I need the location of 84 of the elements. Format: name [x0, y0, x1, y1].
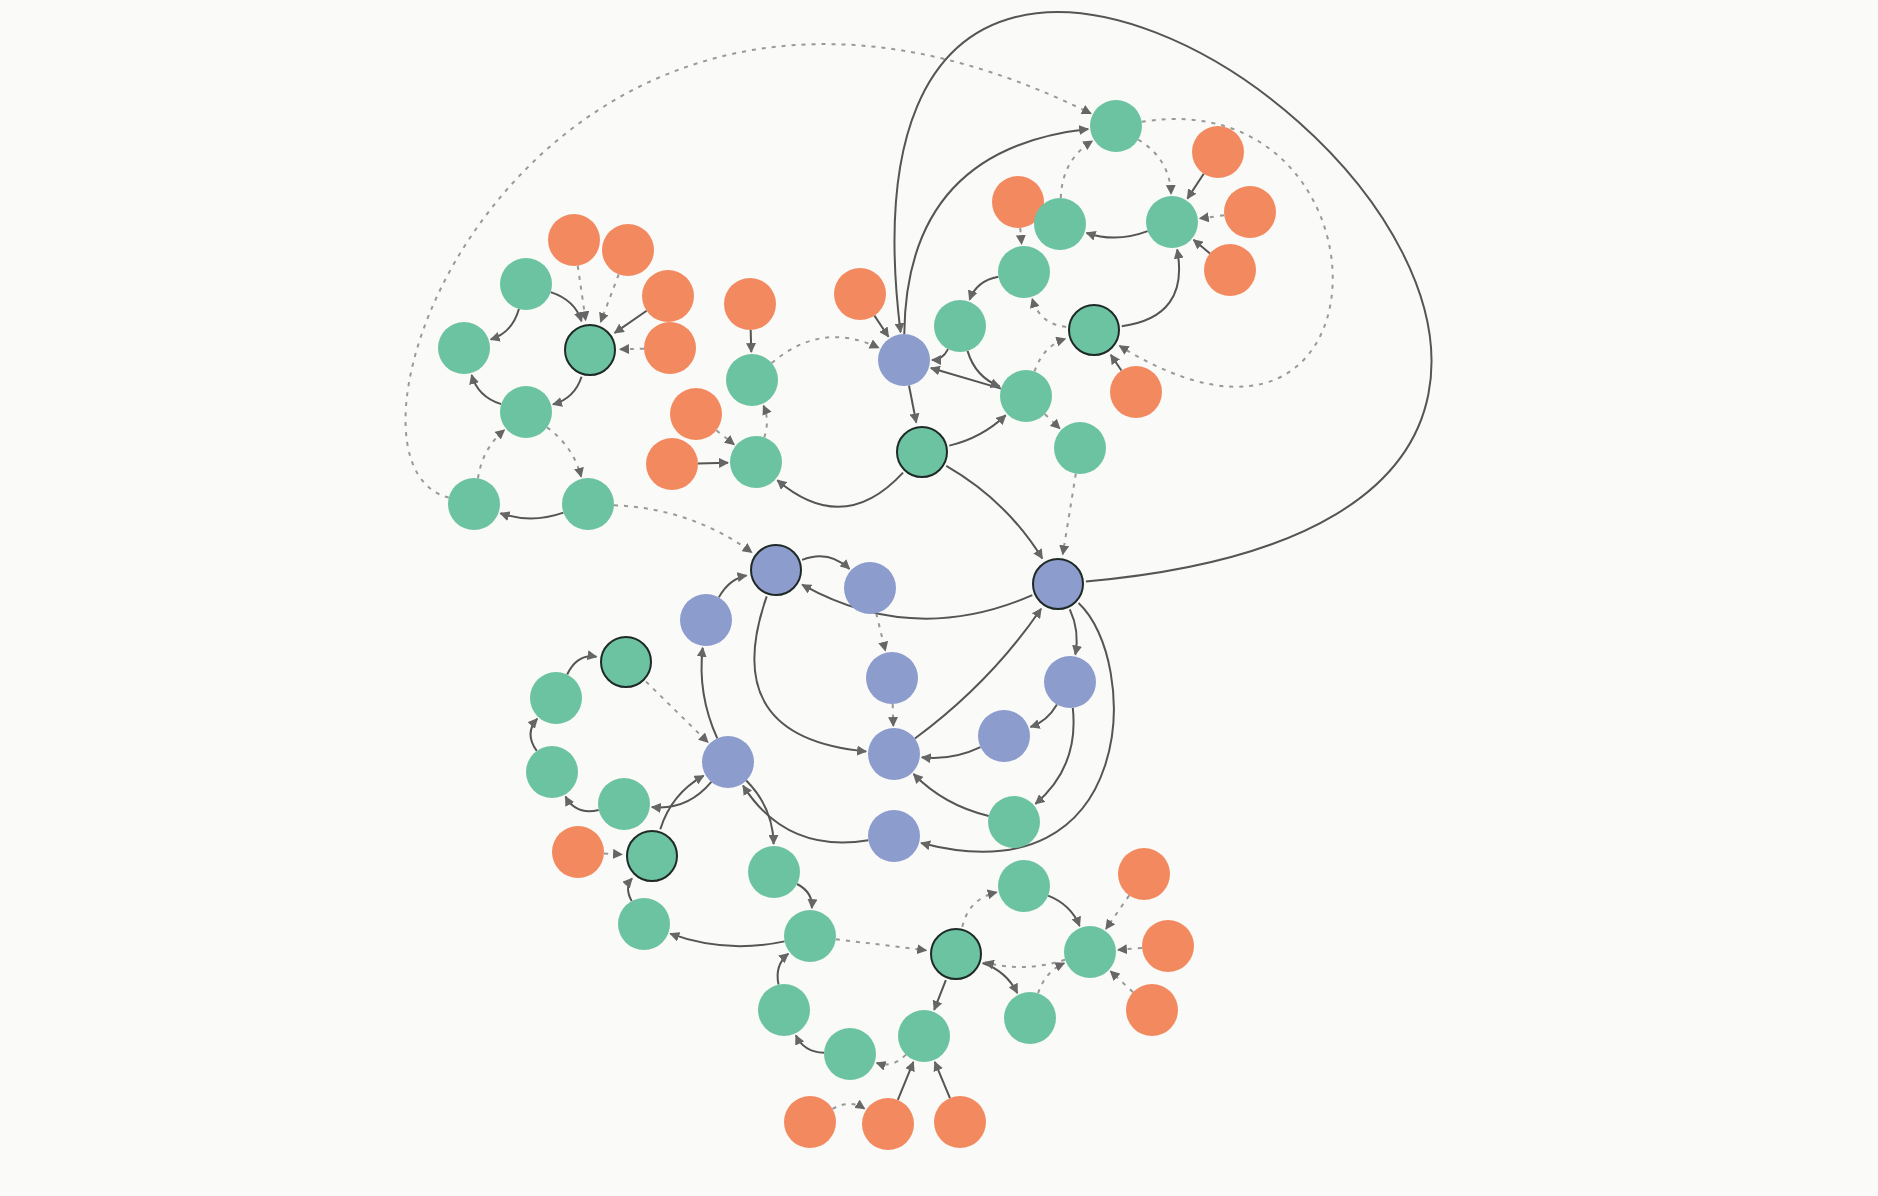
arrow [619, 344, 645, 354]
arrow [932, 979, 947, 1011]
arrow [669, 931, 786, 948]
arrow [1186, 172, 1205, 200]
arrow [801, 555, 851, 570]
arrow [1192, 238, 1211, 255]
arrow [1137, 138, 1176, 195]
arrow [981, 961, 1019, 995]
arrow [966, 349, 1001, 388]
arrow [602, 848, 624, 859]
arrow [715, 429, 736, 446]
arrow [1104, 894, 1131, 930]
arrow [549, 291, 584, 323]
arrow [1068, 608, 1082, 656]
arrow [875, 1053, 907, 1071]
arrow [551, 375, 583, 407]
arrow [875, 612, 889, 652]
arrow [983, 958, 1067, 970]
arrow [896, 1060, 915, 1101]
arrow [1109, 970, 1134, 994]
arrow [405, 43, 1092, 499]
arrow [1059, 472, 1077, 556]
arrow [801, 583, 1034, 620]
arrow [920, 746, 982, 764]
arrow [933, 1060, 951, 1099]
arrow [1198, 212, 1226, 223]
arrow [546, 426, 584, 478]
arrow [564, 795, 600, 813]
arrow [650, 780, 713, 813]
arrow [1118, 119, 1334, 388]
arrow [912, 773, 990, 817]
arrow [929, 365, 1003, 390]
arrow [945, 464, 1044, 560]
arrow [1043, 413, 1061, 430]
arrow [1059, 139, 1094, 199]
arrow [753, 595, 868, 756]
arrow [499, 511, 565, 521]
arrow [566, 650, 598, 676]
arrow [776, 952, 790, 986]
arrow [794, 1034, 825, 1054]
arrow [1047, 894, 1081, 927]
arrow [1015, 226, 1026, 246]
arrow [613, 309, 648, 334]
arrow [745, 779, 779, 845]
arrow [961, 889, 998, 928]
arrow [888, 703, 898, 727]
arrow [920, 602, 1115, 853]
arrow [645, 680, 709, 744]
arrow [770, 336, 880, 365]
arrow [1033, 337, 1067, 373]
arrow [908, 384, 920, 424]
arrow [659, 774, 705, 831]
arrow [913, 607, 1043, 740]
arrow [1109, 353, 1123, 372]
arrow [948, 414, 1007, 447]
arrow [831, 1099, 866, 1110]
arrow [489, 308, 520, 342]
arrow [903, 125, 1090, 335]
arrow [834, 938, 928, 955]
arrow [612, 504, 753, 554]
arrow [697, 457, 729, 468]
arrow [796, 883, 818, 910]
arrow [717, 572, 748, 599]
arrow [527, 717, 539, 752]
arrow [1085, 230, 1149, 241]
arrow [762, 404, 772, 439]
arrow [776, 471, 905, 508]
arrow [1037, 962, 1066, 995]
arrow [931, 348, 950, 365]
arrow [599, 273, 620, 323]
arrow [476, 428, 506, 480]
arrow [622, 877, 634, 903]
arrow [1029, 703, 1058, 729]
arrow [968, 275, 1000, 301]
arrow [1116, 944, 1144, 955]
arrow [746, 329, 756, 353]
arrow [1120, 248, 1184, 328]
arrow [873, 314, 890, 338]
arrow [742, 784, 870, 844]
arrow [576, 264, 590, 322]
arrow [469, 373, 503, 406]
arrow [1034, 706, 1075, 805]
arrow [1030, 297, 1068, 328]
arrow [696, 646, 719, 740]
